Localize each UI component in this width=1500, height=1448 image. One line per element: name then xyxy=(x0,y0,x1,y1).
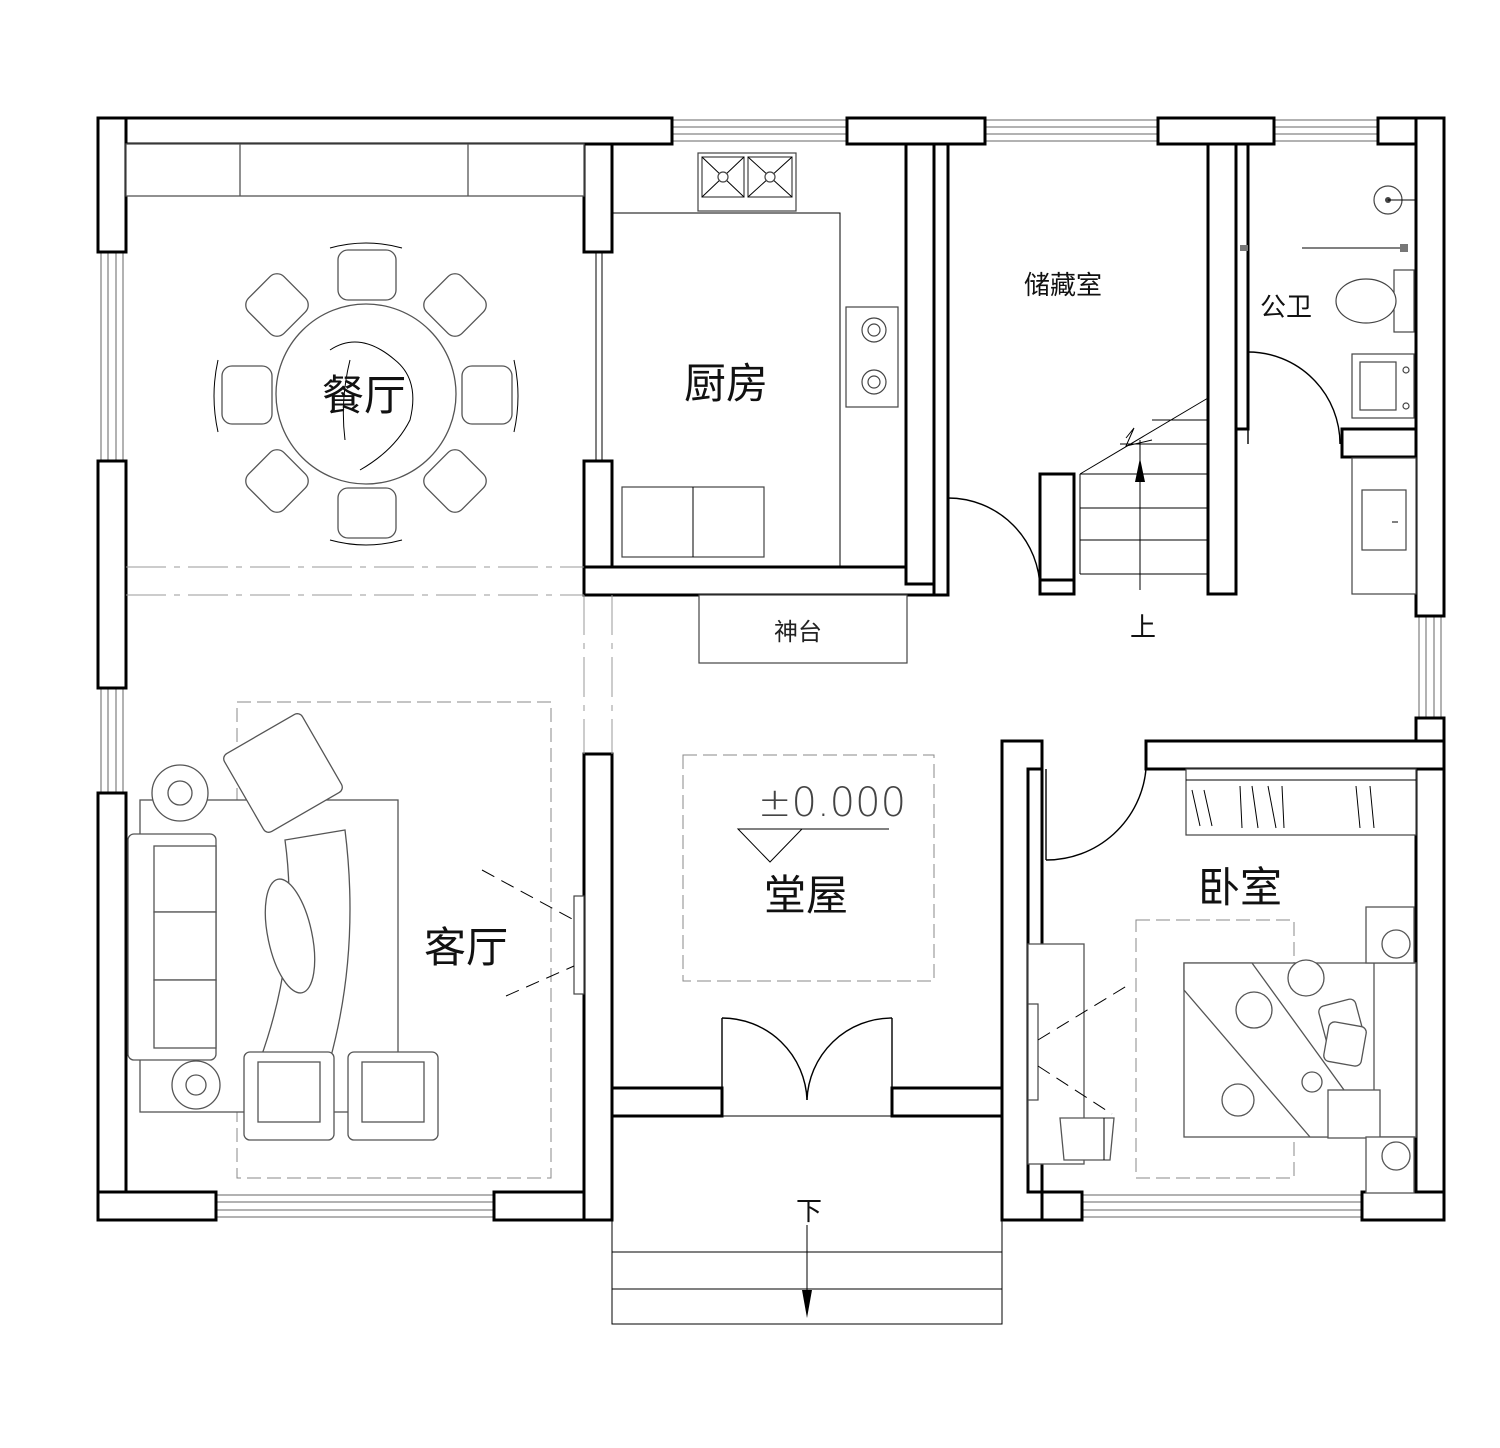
nightstand-icon xyxy=(1365,906,1415,1194)
toilet-icon xyxy=(1335,269,1415,333)
altar: 神台 xyxy=(698,594,908,664)
main-hall-label: 堂屋 xyxy=(764,871,848,920)
dining-room: 餐厅 xyxy=(125,143,603,546)
wardrobe-icon xyxy=(1185,768,1417,836)
entrance-steps: 下 xyxy=(611,1115,1003,1325)
armchair-icon xyxy=(223,713,439,1141)
altar-label: 神台 xyxy=(774,618,822,646)
bedroom: 卧室 xyxy=(1027,768,1417,1194)
bathroom: 公卫 xyxy=(1240,185,1417,595)
bed-icon xyxy=(1183,959,1417,1139)
storage-room: 储藏室 上 xyxy=(947,271,1209,643)
living-room: 客厅 xyxy=(127,701,585,1179)
stove-icon xyxy=(845,306,899,408)
bedroom-tv-icon xyxy=(1027,1003,1039,1101)
sink-icon xyxy=(697,152,797,212)
kitchen-label: 厨房 xyxy=(684,359,768,408)
elevation-marker-icon xyxy=(736,828,804,863)
bedroom-label: 卧室 xyxy=(1198,863,1282,912)
dining-label: 餐厅 xyxy=(322,371,406,420)
windows xyxy=(100,119,1442,1218)
stairs-up-label: 上 xyxy=(1130,613,1156,643)
entrance-door-icon xyxy=(721,1017,893,1101)
elevation-label: ±0.000 xyxy=(758,780,906,826)
chair-icon xyxy=(1059,1117,1115,1161)
storage-label: 储藏室 xyxy=(1024,271,1102,301)
stairs-down-label: 下 xyxy=(796,1197,822,1227)
main-hall: ±0.000 堂屋 xyxy=(682,754,935,1101)
stairs-icon xyxy=(1079,397,1209,590)
washbasin-icon xyxy=(1351,353,1415,419)
bathroom-label: 公卫 xyxy=(1260,293,1312,323)
washing-machine-icon xyxy=(1351,457,1417,595)
kitchen: 厨房 xyxy=(612,152,899,567)
tv-icon xyxy=(573,895,585,995)
dining-chairs-icon xyxy=(213,242,519,546)
living-label: 客厅 xyxy=(424,923,508,972)
sofa-icon xyxy=(127,833,217,1061)
dining-table-icon xyxy=(275,303,457,485)
